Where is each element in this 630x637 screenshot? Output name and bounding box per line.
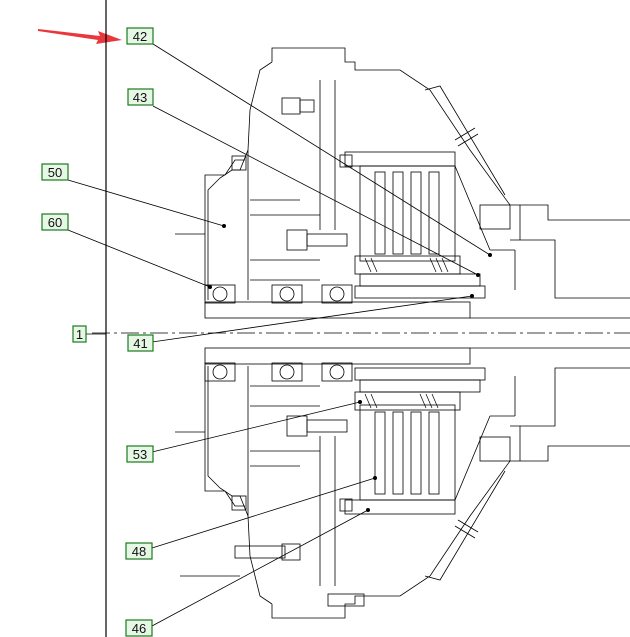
spring-coil-lower: [364, 393, 439, 409]
callout-41: 41: [127, 334, 154, 352]
svg-text:43: 43: [133, 90, 147, 105]
callout-50: 50: [41, 163, 69, 181]
svg-text:41: 41: [133, 336, 147, 351]
callout-1: 1: [72, 325, 87, 343]
callout-53: 53: [126, 445, 154, 463]
svg-text:53: 53: [133, 447, 147, 462]
leader-lines: [67, 43, 491, 627]
svg-text:60: 60: [48, 215, 62, 230]
callout-42: 42: [126, 27, 154, 45]
svg-text:50: 50: [48, 165, 62, 180]
svg-text:46: 46: [132, 621, 146, 636]
callout-60: 60: [41, 213, 69, 231]
callout-46: 46: [125, 619, 153, 637]
spring-coil-upper: [364, 257, 449, 273]
svg-text:48: 48: [132, 544, 146, 559]
callout-48: 48: [125, 542, 153, 560]
clutch-housing-drawing: [175, 47, 630, 619]
svg-text:42: 42: [133, 29, 147, 44]
svg-text:1: 1: [76, 327, 83, 342]
leader-dots: [208, 224, 492, 512]
red-arrow-icon: [38, 29, 122, 44]
callout-43: 43: [127, 88, 154, 106]
